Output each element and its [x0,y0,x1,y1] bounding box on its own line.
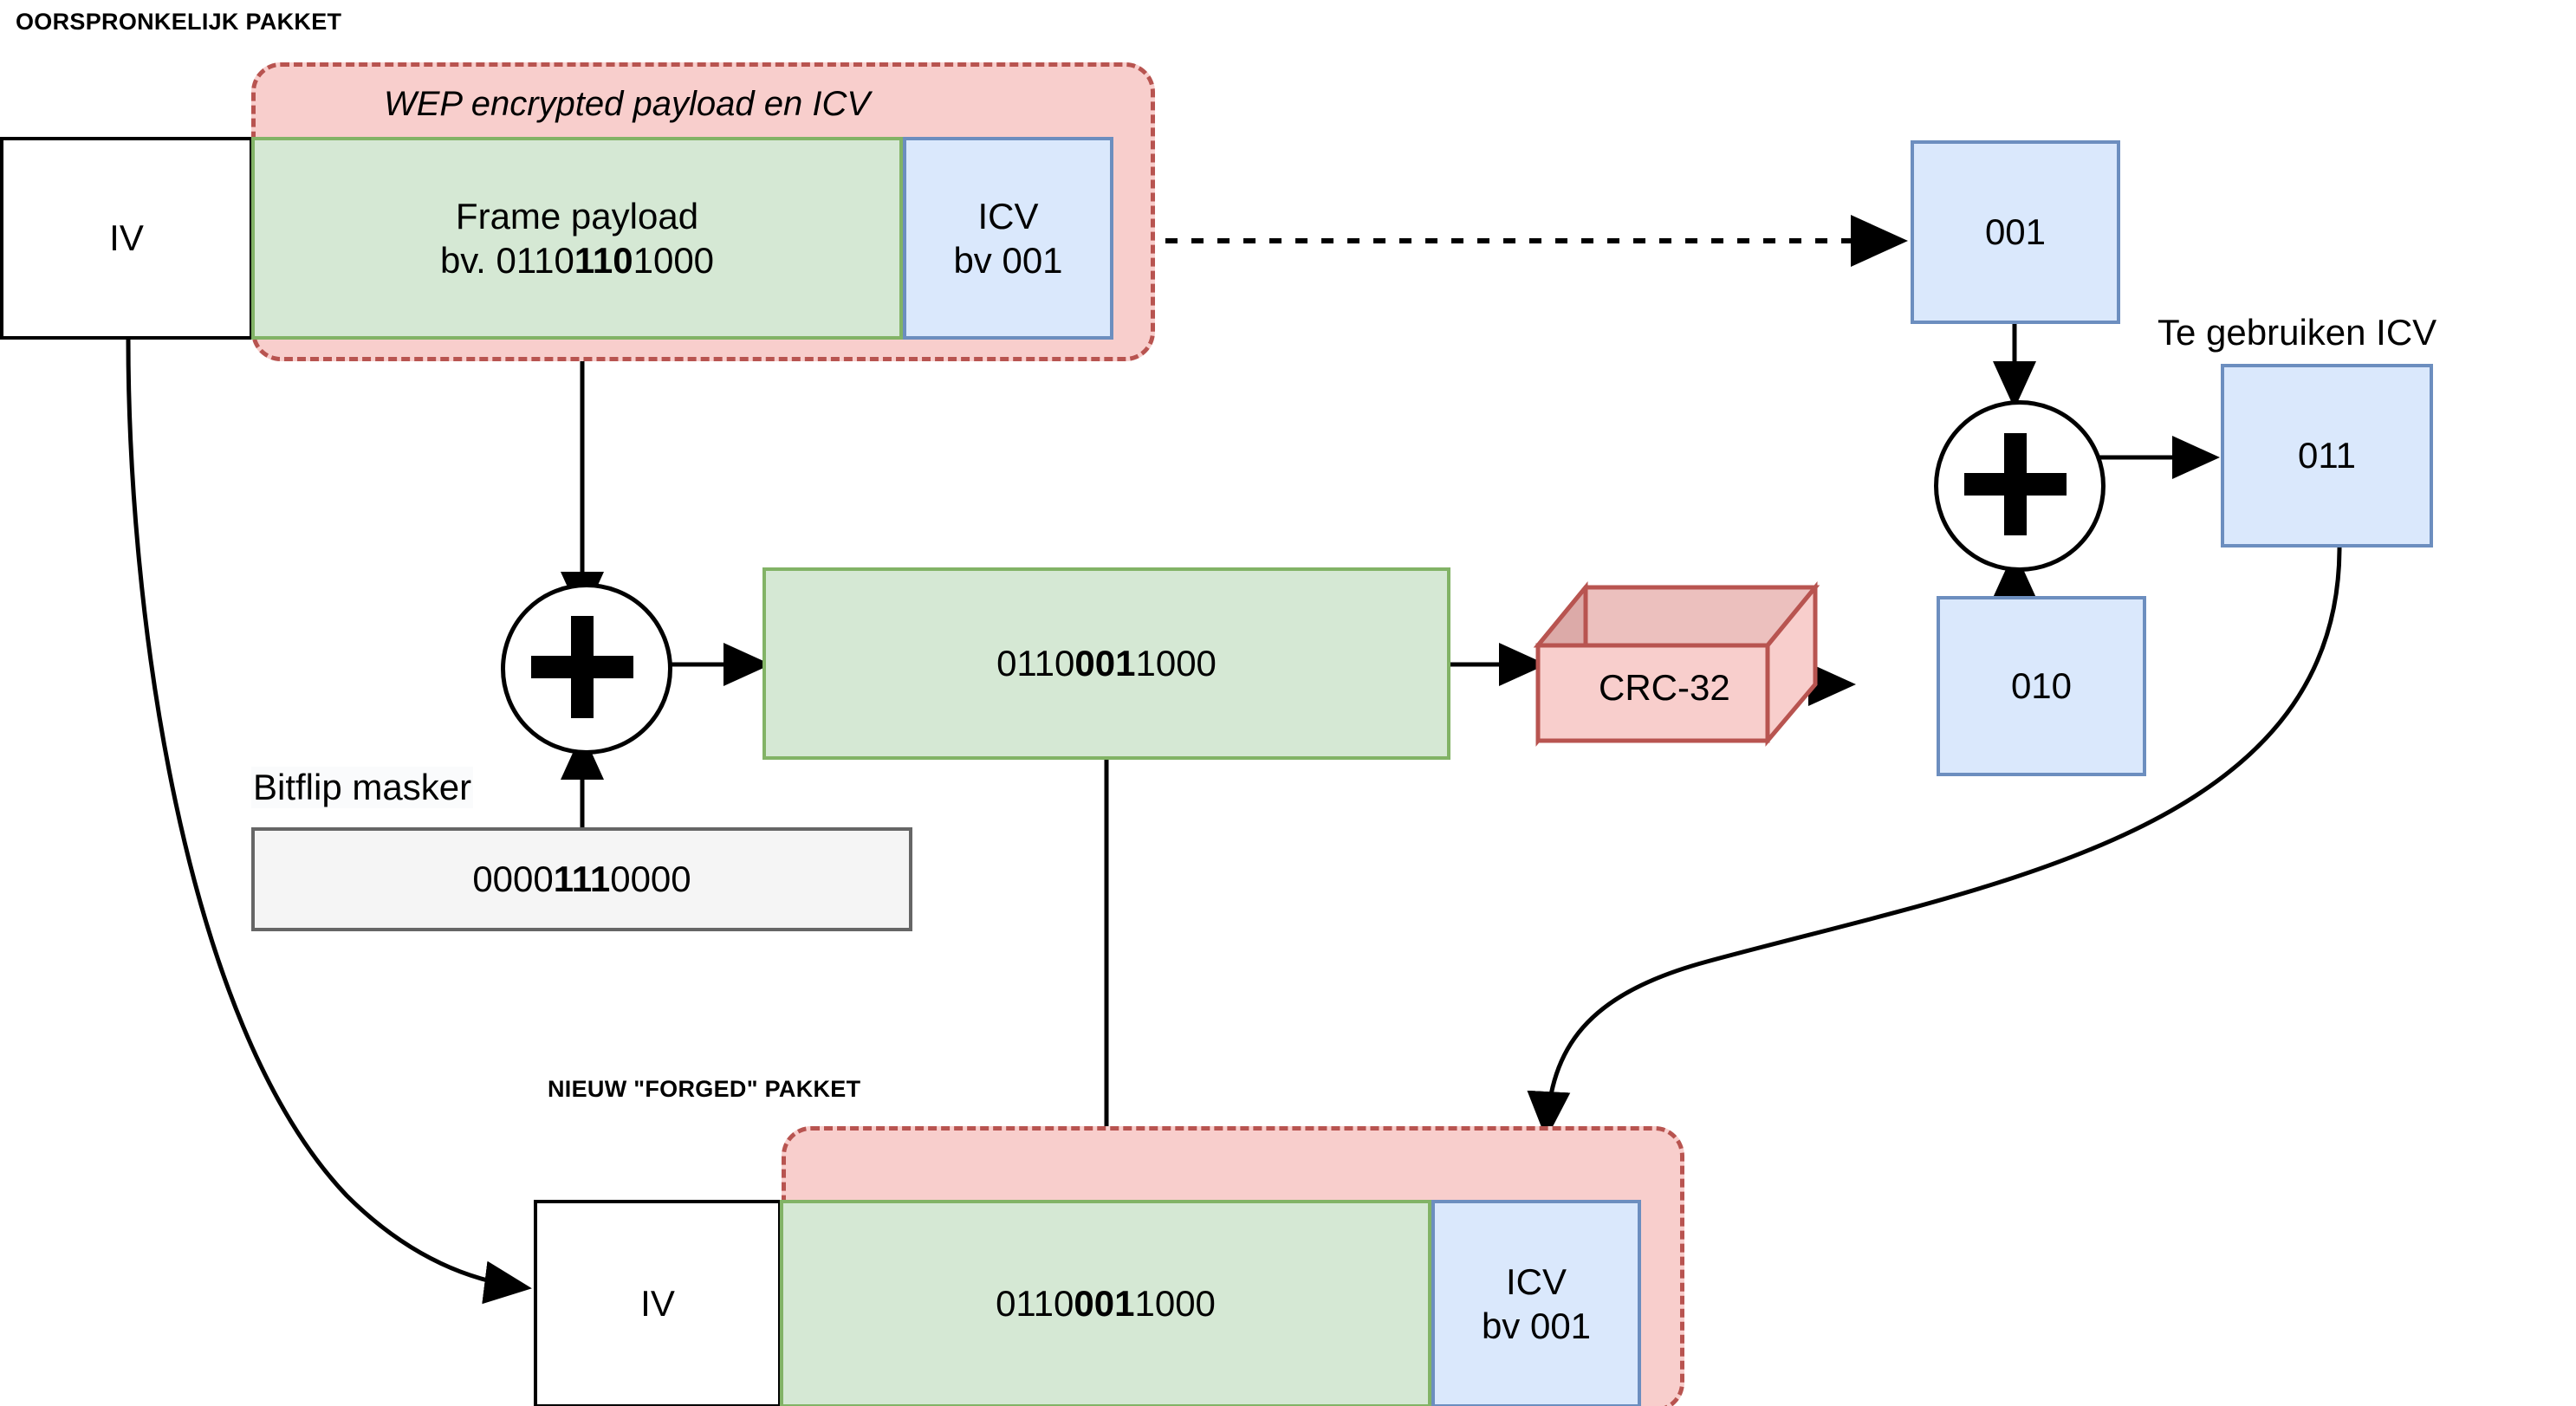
original-icv-title: ICV [977,195,1039,236]
flipped-payload-bits: 01100011000 [996,643,1217,684]
flipped-payload-box: 01100011000 [762,567,1450,760]
bitflip-mask-bits: 00001110000 [472,859,691,900]
bitflip-masker-label: Bitflip masker [251,767,474,808]
xor-operator-payload [501,583,672,755]
wep-caption: WEP encrypted payload en ICV [384,85,871,123]
original-icv-box: ICV bv 001 [903,137,1113,340]
plus-vertical-bar [571,616,594,718]
forged-payload-box: 01100011000 [780,1200,1431,1406]
forged-iv-label: IV [640,1283,675,1325]
original-icv-value-box: 001 [1911,140,2120,324]
icv-010-value: 010 [2010,665,2073,707]
xor-operator-icv [1934,400,2106,572]
crc32-label: CRC-32 [1599,667,1730,708]
edge-iv-to-forged-iv [126,339,532,1305]
forged-icv-box: ICV bv 001 [1431,1200,1641,1406]
te-gebruiken-icv-label: Te gebruiken ICV [2157,312,2437,353]
original-iv-box: IV [0,137,253,340]
original-payload-title: Frame payload [455,195,699,236]
original-payload-box: Frame payload bv. 01101101000 [251,137,903,340]
original-payload-bits: bv. 01101101000 [439,240,715,281]
title-original-packet: OORSPRONKELIJK PAKKET [16,9,342,35]
plus-vertical-bar [2004,433,2027,535]
new-icv-box: 011 [2221,364,2433,547]
crc32-cube [1533,581,1820,747]
original-icv-value: bv 001 [953,240,1063,281]
title-forged-packet: NIEUW "FORGED" PAKKET [548,1076,861,1102]
original-iv-label: IV [109,217,144,259]
forged-icv-value: bv 001 [1481,1306,1592,1346]
bitflip-mask-box: 00001110000 [251,827,912,931]
crc-result-box: 010 [1937,596,2146,776]
icv-011-value: 011 [2298,435,2356,476]
forged-iv-box: IV [534,1200,782,1406]
icv-001-value: 001 [1984,211,2047,253]
forged-payload-bits: 01100011000 [996,1283,1216,1325]
forged-icv-title: ICV [1505,1260,1567,1302]
